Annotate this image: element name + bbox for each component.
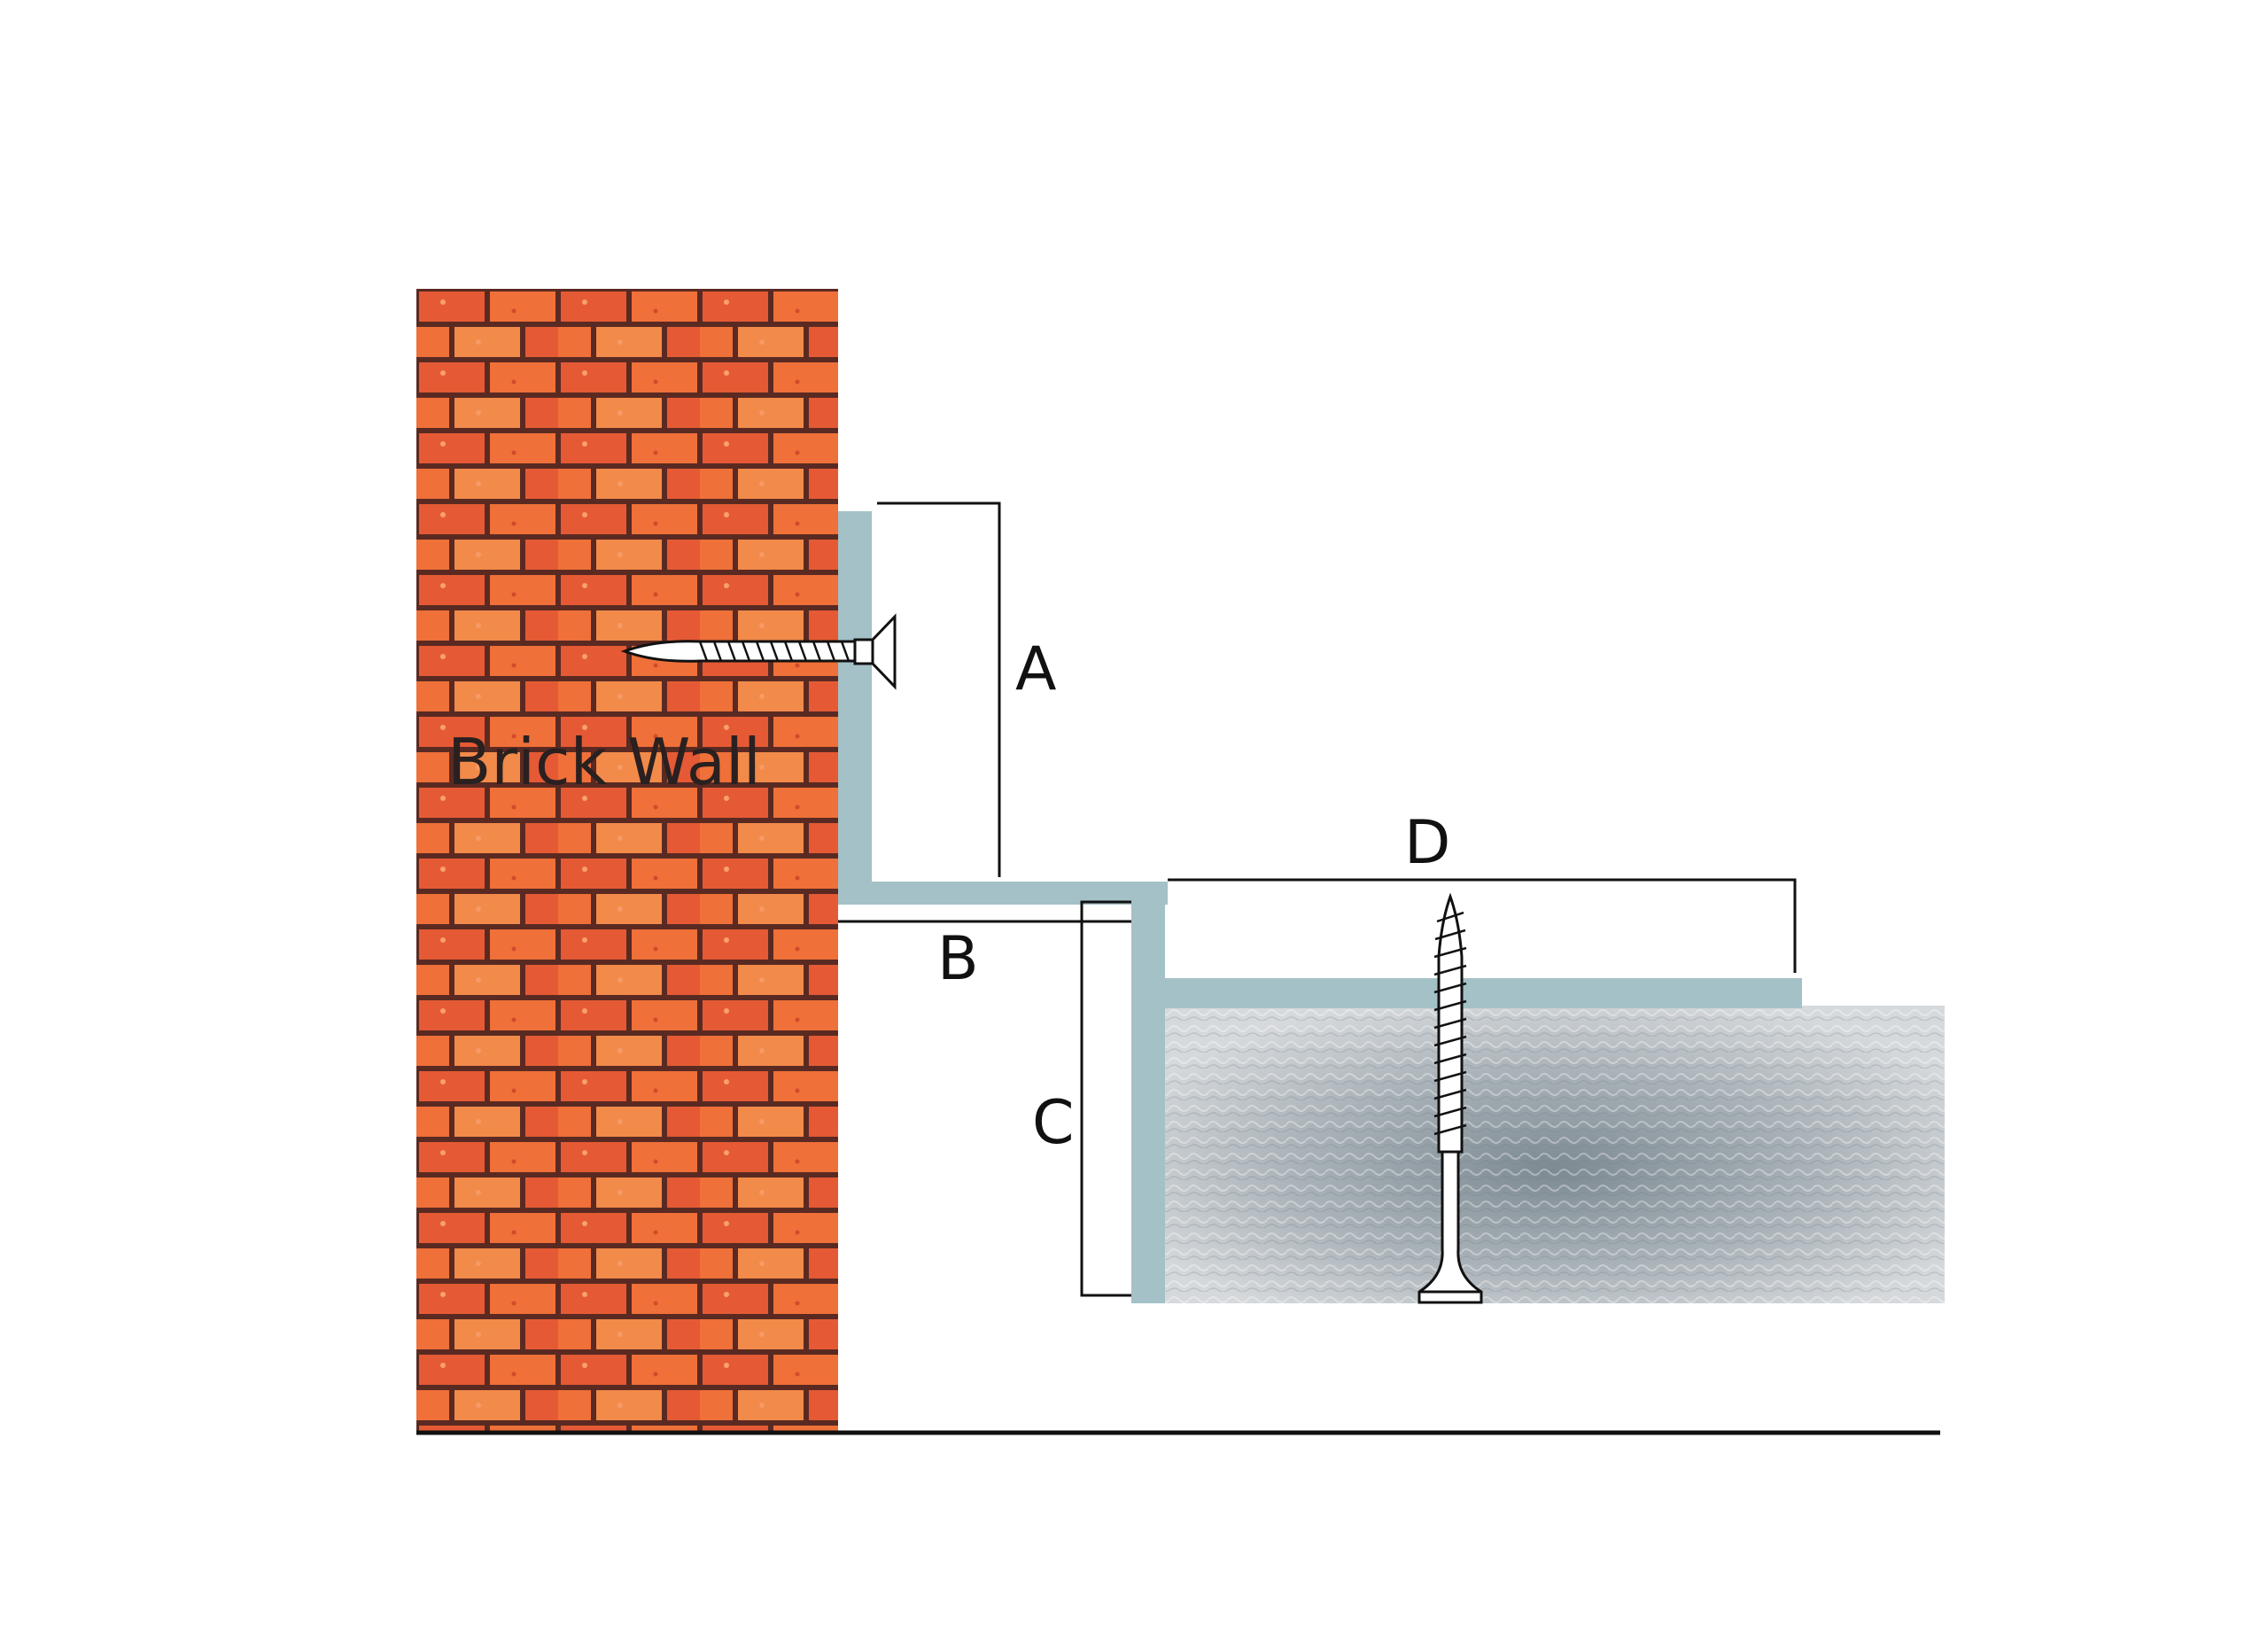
floor-board-texture (1165, 1006, 1945, 1303)
dimension-d-line (1168, 878, 1797, 973)
vertical-screw-icon (1418, 892, 1483, 1304)
wall-label: Brick Wall (447, 725, 761, 799)
dimension-d-label: D (1404, 808, 1450, 878)
dimension-a-line (877, 501, 1001, 877)
dimension-a-label: A (1015, 634, 1057, 704)
dimension-c-line (1080, 900, 1131, 1297)
brick-wall (416, 289, 838, 1432)
dimension-b-label: B (937, 924, 979, 994)
horizontal-screw-icon (620, 613, 897, 690)
trim-profile (838, 511, 1802, 1303)
dimension-lines (838, 501, 1797, 1297)
dimension-c-label: C (1032, 1088, 1074, 1158)
